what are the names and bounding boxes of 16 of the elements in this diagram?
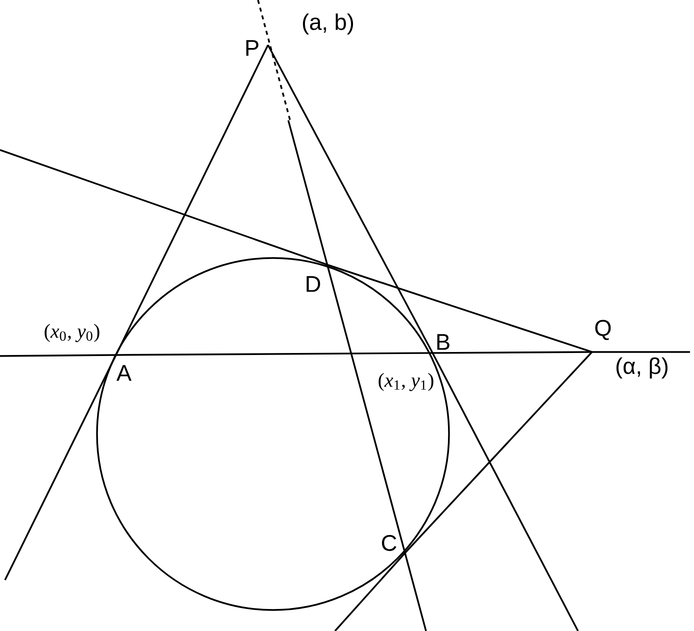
coordinate-label: (x$_{0}$, y$_{0}$) bbox=[44, 324, 100, 342]
line bbox=[267, 44, 432, 350]
point-label: Q bbox=[595, 320, 611, 340]
coordinate-label: (α, β) bbox=[616, 357, 668, 379]
line bbox=[404, 351, 593, 554]
point-label: D bbox=[306, 276, 320, 292]
coordinate-label: (x$_{1}$, y$_{1}$) bbox=[378, 372, 434, 392]
point-label: B bbox=[437, 334, 450, 350]
coordinate-label: (a, b) bbox=[302, 13, 354, 35]
point-label: C bbox=[382, 534, 396, 552]
line bbox=[328, 264, 592, 353]
line bbox=[287, 120, 406, 554]
line bbox=[116, 351, 592, 356]
line bbox=[115, 44, 269, 356]
point-label: A bbox=[116, 365, 132, 381]
point-label: P bbox=[246, 40, 258, 56]
